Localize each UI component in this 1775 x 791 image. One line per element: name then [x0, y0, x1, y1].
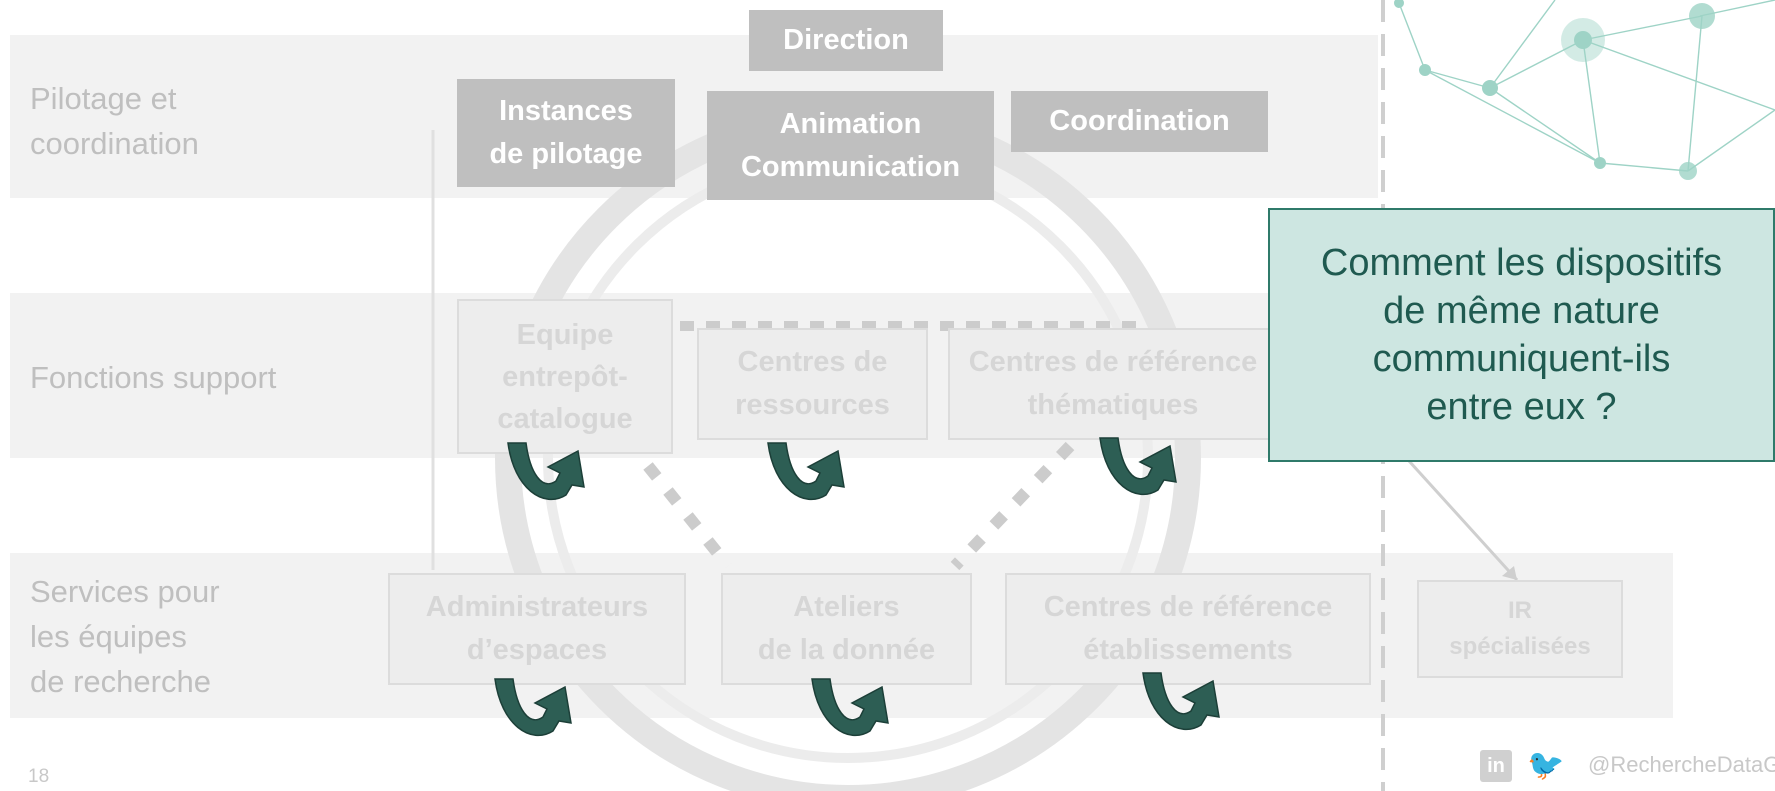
ateliers-de-la-donnee-box: Ateliers de la donnée	[721, 573, 972, 685]
direction-box: Direction	[749, 10, 943, 71]
coordination-box: Coordination	[1011, 91, 1268, 152]
curved-arrow-icon	[1099, 437, 1177, 496]
linkedin-icon[interactable]: in	[1480, 750, 1512, 782]
network-nodes	[1394, 0, 1715, 180]
curved-arrow-icon	[811, 678, 889, 737]
centres-de-reference-thematiques-box: Centres de référence thématiques	[948, 328, 1278, 440]
connector-arrowhead	[1502, 566, 1517, 580]
ir-specialisees-box: IR spécialisées	[1417, 580, 1623, 678]
row-label-support: Fonctions support	[30, 360, 277, 395]
instances-de-pilotage-box: Instances de pilotage	[457, 79, 675, 187]
curved-arrow-icon	[507, 442, 585, 501]
centres-de-reference-etablissements-box: Centres de référence établissements	[1005, 573, 1371, 685]
equipe-entrepot-catalogue-box: Equipe entrepôt- catalogue	[457, 299, 673, 454]
curved-arrow-icon	[1142, 672, 1220, 731]
twitter-icon[interactable]: 🐦	[1527, 749, 1565, 782]
dotted-link-right	[950, 441, 1075, 571]
curved-arrow-icon	[767, 442, 845, 501]
curved-arrow-icon	[494, 678, 572, 737]
page-number: 18	[28, 766, 50, 787]
network-graphic	[1398, 0, 1775, 172]
dotted-link-left	[643, 462, 733, 570]
administrateurs-d-espaces-box: Administrateurs d’espaces	[388, 573, 686, 685]
question-callout: Comment les dispositifs de même nature c…	[1268, 208, 1775, 462]
row-label-pilotage: Pilotage et coordination	[30, 81, 199, 161]
animation-communication-box: Animation Communication	[707, 91, 994, 200]
centres-de-ressources-box: Centres de ressources	[697, 328, 928, 440]
social-handle[interactable]: @RechercheDataGouv	[1588, 752, 1775, 777]
row-label-services: Services pour les équipes de recherche	[30, 574, 220, 699]
connector-to-ir	[1388, 438, 1519, 582]
